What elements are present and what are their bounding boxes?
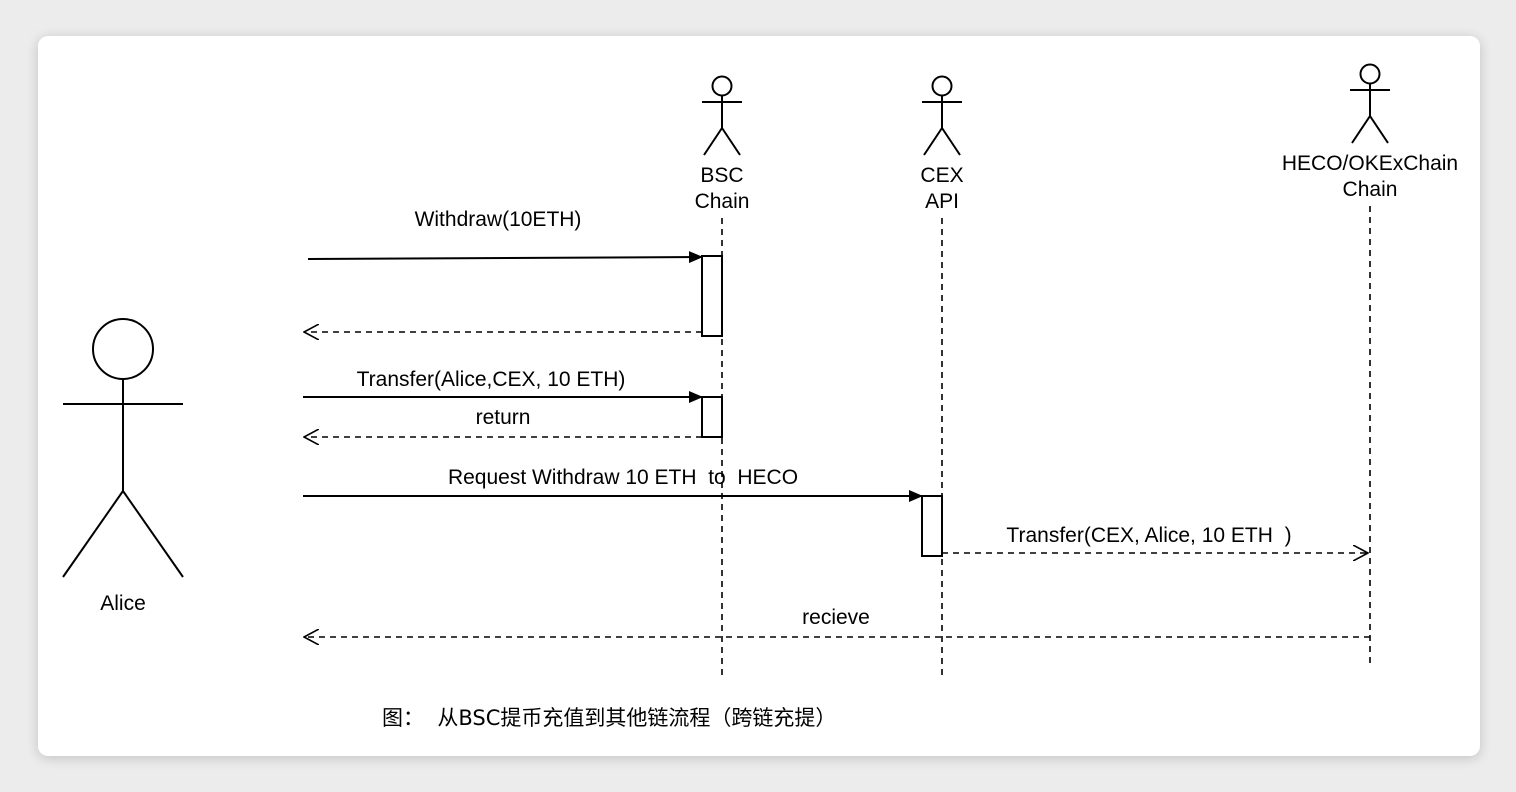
heco-chain-label: HECO/OKExChain Chain xyxy=(1282,151,1458,203)
bsc-activation-1 xyxy=(701,255,723,337)
withdraw-arrow xyxy=(307,251,703,264)
heco-chain-actor-icon xyxy=(1350,63,1390,144)
bsc-label-line1: BSC xyxy=(700,164,744,187)
bsc-chain-actor-icon xyxy=(702,75,742,156)
alice-label: Alice xyxy=(100,592,146,615)
cex-activation xyxy=(921,495,943,557)
alice-actor-icon xyxy=(62,318,184,578)
request-withdraw-message-label: Request Withdraw 10 ETH to HECO xyxy=(447,466,799,489)
bsc-chain-label: BSC Chain xyxy=(695,163,750,215)
bsc-label-line2: Chain xyxy=(694,190,750,213)
withdraw-message-label: Withdraw(10ETH) xyxy=(414,208,582,231)
return-message-label: return xyxy=(475,406,531,429)
cex-label-line2: API xyxy=(925,190,959,213)
diagram-caption: 图： 从BSC提币充值到其他链流程（跨链充提） xyxy=(382,706,837,730)
bsc-activation-2 xyxy=(701,396,723,438)
recieve-message-label: recieve xyxy=(802,606,870,629)
transfer-cex-alice-message-label: Transfer(CEX, Alice, 10 ETH ) xyxy=(1006,524,1292,547)
heco-label-line2: Chain xyxy=(1342,178,1398,201)
transfer-alice-cex-message-label: Transfer(Alice,CEX, 10 ETH) xyxy=(356,368,626,391)
heco-label-line1: HECO/OKExChain xyxy=(1281,152,1459,175)
cex-label-line1: CEX xyxy=(920,164,964,187)
cex-api-label: CEX API xyxy=(920,163,963,215)
diagram-canvas xyxy=(38,36,1480,756)
cex-api-actor-icon xyxy=(922,75,962,156)
